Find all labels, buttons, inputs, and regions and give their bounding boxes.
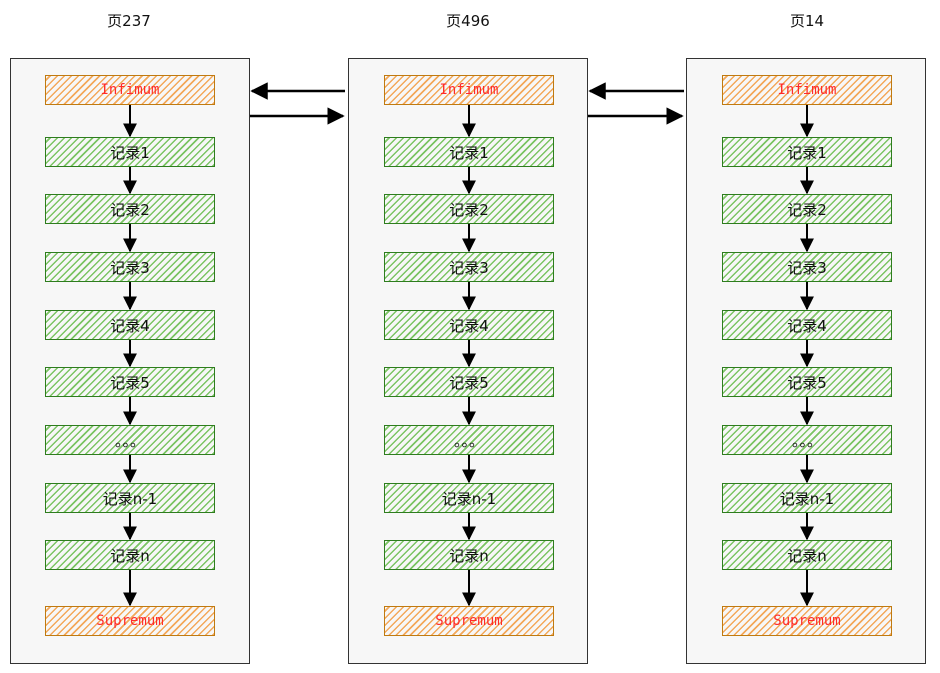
record-node-1-5: 记录5 bbox=[45, 367, 215, 397]
page-title-1: 页237 bbox=[107, 12, 151, 30]
ellipsis-node-2: 。。。 bbox=[384, 425, 554, 455]
supremum-node-3: Supremum bbox=[722, 606, 892, 636]
record-node-3-4: 记录4 bbox=[722, 310, 892, 340]
record-node-1-1: 记录1 bbox=[45, 137, 215, 167]
record-node-1-n: 记录n bbox=[45, 540, 215, 570]
record-node-2-4: 记录4 bbox=[384, 310, 554, 340]
record-node-1-n-1: 记录n-1 bbox=[45, 483, 215, 513]
record-node-3-1: 记录1 bbox=[722, 137, 892, 167]
infimum-node-2: Infimum bbox=[384, 75, 554, 105]
page-title-2: 页496 bbox=[446, 12, 490, 30]
supremum-node-1: Supremum bbox=[45, 606, 215, 636]
ellipsis-node-3: 。。。 bbox=[722, 425, 892, 455]
record-node-3-n: 记录n bbox=[722, 540, 892, 570]
record-node-2-n: 记录n bbox=[384, 540, 554, 570]
record-node-3-n-1: 记录n-1 bbox=[722, 483, 892, 513]
record-node-2-n-1: 记录n-1 bbox=[384, 483, 554, 513]
infimum-node-3: Infimum bbox=[722, 75, 892, 105]
record-node-1-4: 记录4 bbox=[45, 310, 215, 340]
record-node-3-5: 记录5 bbox=[722, 367, 892, 397]
record-node-1-2: 记录2 bbox=[45, 194, 215, 224]
page-title-3: 页14 bbox=[789, 12, 825, 30]
record-node-2-1: 记录1 bbox=[384, 137, 554, 167]
record-node-2-5: 记录5 bbox=[384, 367, 554, 397]
record-node-2-2: 记录2 bbox=[384, 194, 554, 224]
record-node-3-2: 记录2 bbox=[722, 194, 892, 224]
page-link-arrows bbox=[250, 82, 684, 125]
infimum-node-1: Infimum bbox=[45, 75, 215, 105]
ellipsis-node-1: 。。。 bbox=[45, 425, 215, 455]
record-node-2-3: 记录3 bbox=[384, 252, 554, 282]
record-node-1-3: 记录3 bbox=[45, 252, 215, 282]
record-node-3-3: 记录3 bbox=[722, 252, 892, 282]
supremum-node-2: Supremum bbox=[384, 606, 554, 636]
